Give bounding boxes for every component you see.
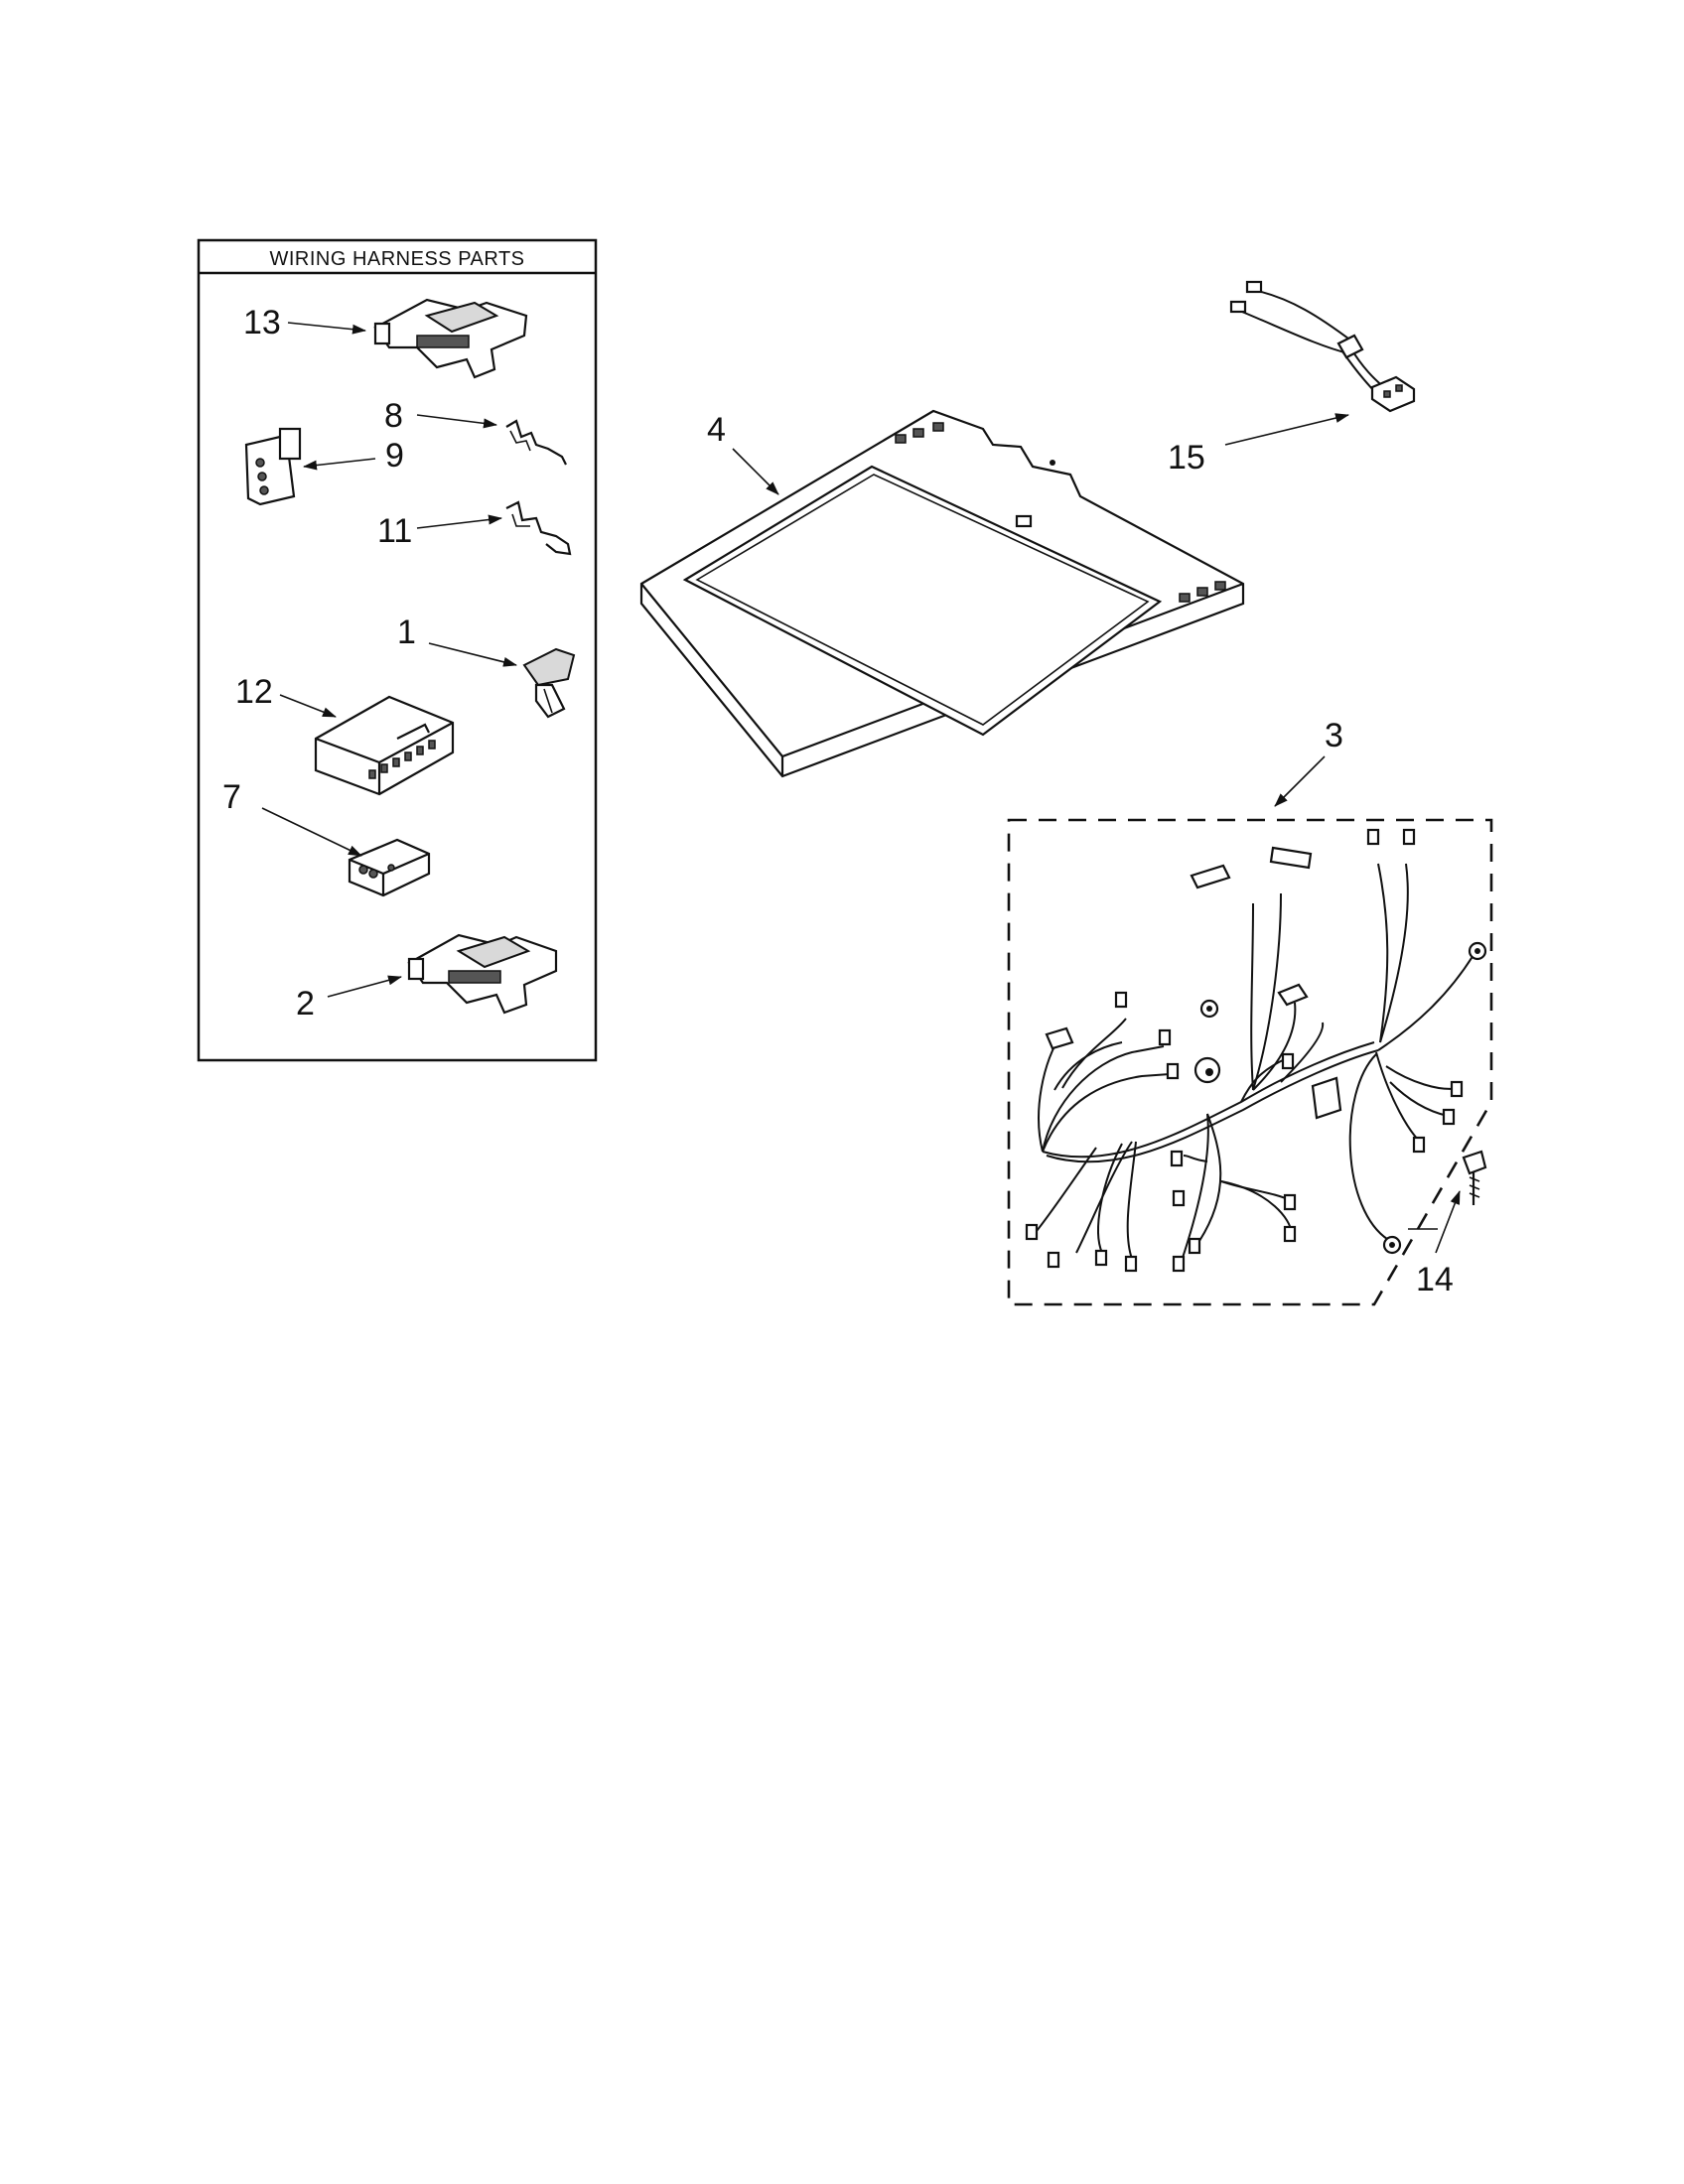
callout-4-label: 4	[707, 411, 726, 449]
callout-9: 9	[303, 437, 404, 475]
part-8-terminal	[505, 419, 567, 466]
wiring-harness-parts-box: WIRING HARNESS PARTS	[197, 238, 598, 1062]
callout-9-label: 9	[385, 437, 404, 475]
callout-15-label: 15	[1168, 439, 1205, 477]
box-heading: WIRING HARNESS PARTS	[269, 248, 524, 270]
callout-4: 4	[707, 411, 779, 495]
harness-connectors	[1025, 828, 1487, 1273]
harness-wires	[1036, 863, 1474, 1262]
callout-2-label: 2	[296, 985, 315, 1023]
part-4-top-frame	[639, 409, 1245, 778]
callout-8-label: 8	[384, 397, 403, 435]
callout-1-label: 1	[397, 614, 416, 651]
part-14-screw	[1462, 1150, 1487, 1205]
callout-15: 15	[1168, 413, 1349, 477]
callout-14: 14	[1408, 1190, 1461, 1298]
part-15-pigtail-harness	[1229, 280, 1416, 413]
callout-3: 3	[1274, 717, 1343, 807]
callout-2: 2	[296, 975, 402, 1023]
callout-3-label: 3	[1325, 717, 1343, 754]
callout-13: 13	[243, 304, 366, 341]
part-12-six-pin-block	[314, 695, 455, 796]
callout-12-label: 12	[235, 673, 273, 711]
part-3-main-harness-group	[1007, 818, 1493, 1306]
part-9-three-pin-connector	[244, 427, 302, 506]
callout-13-label: 13	[243, 304, 281, 341]
callout-7: 7	[222, 778, 362, 857]
part-1-clip	[522, 647, 576, 719]
callout-12: 12	[235, 673, 337, 718]
part-13-connector-housing	[373, 298, 528, 379]
pin-row	[368, 740, 436, 779]
callout-1: 1	[397, 614, 517, 667]
callout-11: 11	[377, 512, 502, 550]
callout-8: 8	[384, 397, 497, 435]
callout-11-label: 11	[377, 512, 412, 550]
part-7-small-connector	[348, 838, 431, 897]
part-2-connector-housing	[407, 933, 558, 1015]
callout-14-label: 14	[1416, 1261, 1454, 1298]
callout-7-label: 7	[222, 778, 241, 816]
part-11-terminal	[505, 500, 572, 556]
